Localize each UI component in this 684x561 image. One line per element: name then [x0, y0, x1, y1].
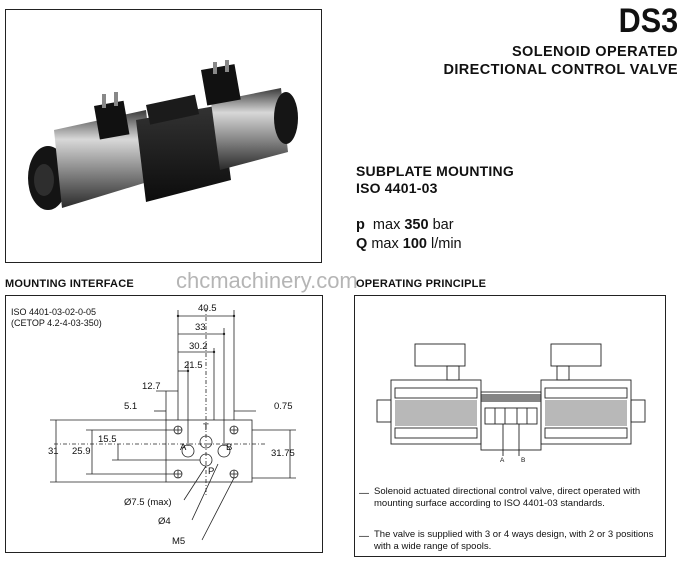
flow-spec: Q max 100 l/min — [356, 236, 462, 252]
port-p-label: P — [208, 466, 215, 477]
cetop-code: (CETOP 4.2-4-03-350) — [11, 318, 102, 328]
dim-diameter-max: Ø7.5 (max) — [124, 497, 172, 508]
pressure-spec: p max 350 bar — [356, 217, 454, 233]
port-a-label: A — [180, 442, 187, 453]
port-b-label: B — [226, 442, 233, 453]
dim-15-5: 15.5 — [98, 434, 117, 445]
product-title-line2: DIRECTIONAL CONTROL VALVE — [443, 62, 678, 78]
product-title-line1: SOLENOID OPERATED — [511, 44, 678, 60]
mounting-interface-heading: MOUNTING INTERFACE — [5, 278, 134, 290]
mounting-interface-drawing — [50, 308, 296, 541]
dim-33: 33 — [195, 322, 206, 333]
dim-30-2: 30.2 — [189, 341, 208, 352]
dim-40-5: 40.5 — [198, 303, 217, 314]
dim-31-75: 31.75 — [271, 448, 295, 459]
dim-21-5: 21.5 — [184, 360, 203, 371]
operating-principle-frame: A B — Solenoid actuated directional cont… — [354, 295, 666, 557]
note-2: The valve is supplied with 3 or 4 ways d… — [374, 529, 654, 552]
dim-0-75: 0.75 — [274, 401, 293, 412]
valve-photo — [28, 60, 298, 210]
dim-12-7: 12.7 — [142, 381, 161, 392]
iso-code: ISO 4401-03-02-0-05 — [11, 307, 97, 317]
product-photo-frame — [5, 9, 322, 263]
mounting-type: SUBPLATE MOUNTING — [356, 163, 514, 179]
valve-section-drawing — [376, 343, 646, 456]
dim-31: 31 — [48, 446, 59, 457]
operating-principle-heading: OPERATING PRINCIPLE — [356, 278, 487, 290]
dim-25-9: 25.9 — [72, 446, 91, 457]
note-1: Solenoid actuated directional control va… — [374, 486, 641, 509]
watermark: chcmachinery.com — [176, 268, 358, 293]
product-code: DS3 — [618, 2, 678, 40]
section-port-a: A — [500, 457, 505, 464]
dim-diameter-4: Ø4 — [158, 516, 171, 527]
port-t-label: T — [203, 422, 209, 433]
dim-5-1: 5.1 — [124, 401, 138, 412]
mounting-standard: ISO 4401-03 — [356, 180, 438, 196]
dim-m5: M5 — [172, 536, 186, 547]
mounting-interface-frame: ISO 4401-03-02-0-05 (CETOP 4.2-4-03-350) — [5, 295, 323, 553]
note-1-dash: — — [359, 488, 369, 499]
note-2-dash: — — [359, 531, 369, 542]
section-port-b: B — [521, 457, 526, 464]
